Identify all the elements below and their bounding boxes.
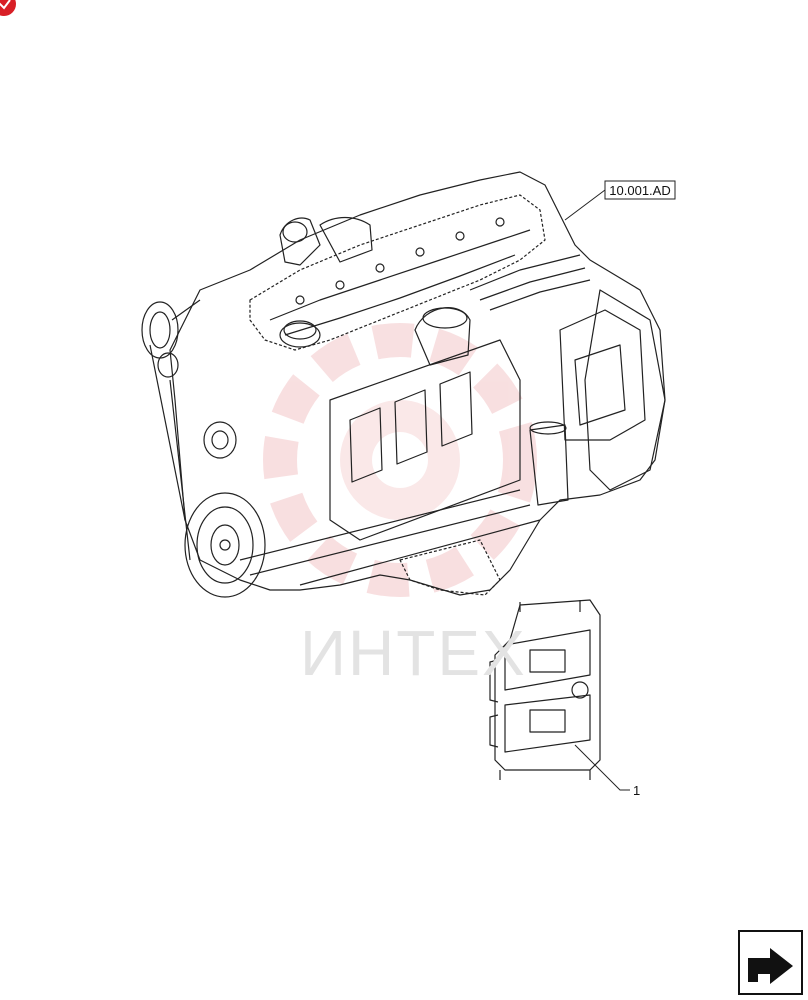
arrow-right-icon[interactable] <box>738 930 803 995</box>
reference-label[interactable]: 10.001.AD <box>609 183 670 198</box>
engine-assembly <box>141 171 666 598</box>
ecu-module <box>489 599 601 780</box>
gear-logo <box>263 323 537 597</box>
watermark-text: ИНТЕХ <box>300 617 527 689</box>
red-badge-icon <box>0 0 16 16</box>
item-number-label[interactable]: 1 <box>633 783 640 798</box>
